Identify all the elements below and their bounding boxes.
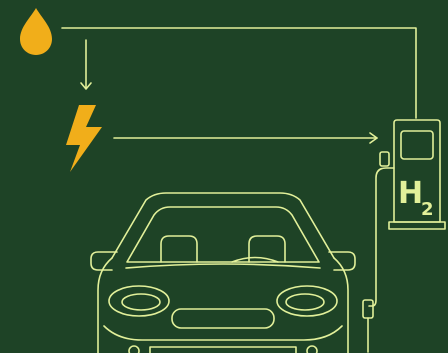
car-upper-grille xyxy=(171,308,275,329)
pump-display xyxy=(400,130,434,160)
car-left-mirror xyxy=(90,251,118,271)
car-right-headlight-inner xyxy=(285,293,325,311)
h2-subscript: 2 xyxy=(421,199,434,220)
pump-hose xyxy=(368,167,395,307)
car-left-headlight xyxy=(108,285,170,317)
water-drop-icon xyxy=(20,8,52,55)
car-left-foglight xyxy=(128,345,140,353)
car-steering-wheel xyxy=(231,256,279,263)
pump-nozzle-holder xyxy=(379,151,390,167)
car-right-seat xyxy=(248,235,286,263)
connector-drop-to-pump xyxy=(61,27,417,119)
car-lower-grille xyxy=(149,346,297,353)
car-right-mirror xyxy=(328,251,356,271)
car-hood-line xyxy=(125,263,321,269)
arrowhead-down xyxy=(80,82,92,90)
car-windshield xyxy=(126,206,320,263)
car-front-icon xyxy=(90,192,356,353)
car-bumper-line xyxy=(103,325,343,341)
lightning-bolt-icon xyxy=(66,105,102,172)
car-left-seat xyxy=(160,235,198,263)
h2-symbol: H xyxy=(398,176,423,211)
pump-base xyxy=(388,221,446,230)
car-body xyxy=(97,257,349,353)
arrowhead-right xyxy=(369,132,378,144)
car-left-headlight-inner xyxy=(121,293,161,311)
pump-nozzle xyxy=(362,299,374,319)
pump-body xyxy=(393,119,441,223)
car-right-headlight xyxy=(276,285,338,317)
hydrogen-pump-icon xyxy=(362,119,446,353)
car-roof-outline xyxy=(111,192,335,259)
car-right-foglight xyxy=(306,345,318,353)
